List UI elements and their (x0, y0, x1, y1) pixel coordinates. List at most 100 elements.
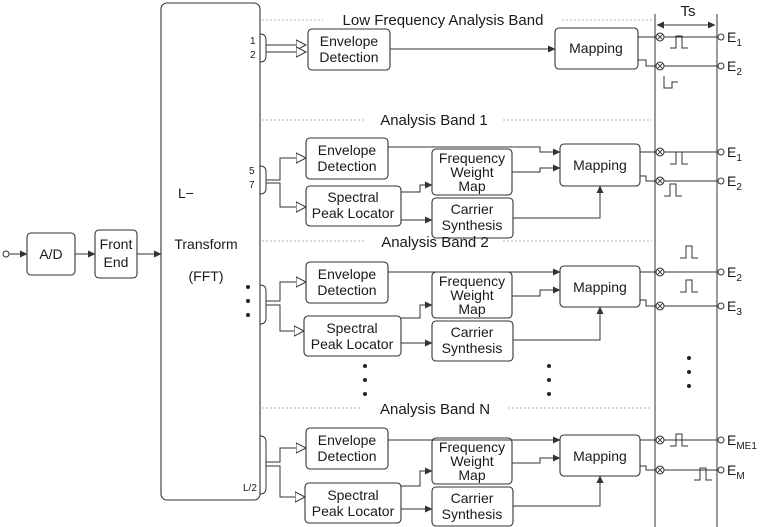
output-terminal (717, 302, 725, 310)
freq-weight-label-1: Frequency (439, 150, 505, 166)
freq-weight-label-3: Map (458, 467, 485, 483)
pulse-waveform-icon (694, 467, 712, 481)
mapping-label: Mapping (573, 157, 627, 173)
multiplier (655, 147, 665, 157)
carrier-label-2: Synthesis (442, 340, 503, 356)
spectral-label-1: Spectral (327, 189, 378, 205)
pulse-waveform-icon (664, 183, 682, 197)
ad-converter-block: A/D (26, 232, 76, 276)
carrier-synthesis-block: Carrier Synthesis (431, 486, 514, 527)
ad-label: A/D (39, 246, 62, 262)
output-terminal (717, 33, 725, 41)
spectral-label-1: Spectral (326, 320, 377, 336)
pulse-waveform-icon (670, 35, 688, 49)
multiplier-layer (655, 32, 665, 475)
spectral-label-2: Peak Locator (312, 205, 395, 221)
pulse-waveform-icon (670, 151, 688, 165)
freq-weight-label-2: Weight (450, 287, 493, 303)
band-low-frequency: Low Frequency Analysis Band 1 2 Envelope… (250, 12, 659, 71)
output-label: EM (727, 462, 745, 482)
band-analysis-2: Analysis Band 2 Envelope Detection Spect… (246, 234, 659, 362)
carrier-synthesis-block: Carrier Synthesis (431, 197, 514, 239)
frequency-weight-map-block: Frequency Weight Map (431, 148, 513, 196)
bin-label-l2: L/2 (243, 483, 257, 494)
output-label: E2 (727, 173, 742, 193)
envelope-detection-block: Envelope Detection (305, 137, 389, 180)
multiplier (655, 61, 665, 71)
spectral-label-2: Peak Locator (312, 503, 395, 519)
pulse-layer (663, 35, 712, 481)
bin-label-1: 1 (250, 36, 256, 47)
pulse-waveform-icon (680, 245, 698, 259)
output-terminal (717, 466, 725, 474)
multiplier (655, 301, 665, 311)
envelope-label-1: Envelope (318, 142, 377, 158)
band-analysis-1: Analysis Band 1 5 7 Envelope Detection S… (249, 112, 659, 239)
band-analysis-n: Analysis Band N L/2 Envelope Detection S… (243, 401, 659, 527)
band-title-n: Analysis Band N (380, 401, 490, 418)
band-ellipsis (363, 356, 691, 396)
output-label: E3 (727, 298, 742, 318)
output-label: E1 (727, 144, 742, 164)
transform-label-1: L− (178, 185, 194, 201)
freq-weight-label-3: Map (458, 301, 485, 317)
envelope-label-1: Envelope (320, 33, 379, 49)
output-label: EME1 (727, 432, 757, 452)
mapping-block: Mapping (559, 265, 641, 308)
output-terminal (717, 268, 725, 276)
ts-label: Ts (681, 3, 696, 20)
input-terminal (2, 250, 28, 258)
envelope-label-1: Envelope (318, 266, 377, 282)
mapping-block: Mapping (554, 27, 639, 70)
mapping-label: Mapping (569, 40, 623, 56)
envelope-detection-block: Envelope Detection (307, 28, 391, 71)
bin-label-2: 2 (250, 50, 256, 61)
mapping-block: Mapping (559, 434, 641, 477)
spectral-peak-locator-block: Spectral Peak Locator (304, 482, 402, 524)
spectral-label-2: Peak Locator (311, 336, 394, 352)
mapping-label: Mapping (573, 448, 627, 464)
mapping-label: Mapping (573, 279, 627, 295)
carrier-label-1: Carrier (451, 490, 494, 506)
envelope-label-2: Detection (317, 282, 376, 298)
output-terminal (717, 177, 725, 185)
band-title-2: Analysis Band 2 (381, 234, 489, 251)
envelope-detection-block: Envelope Detection (305, 261, 389, 304)
envelope-label-1: Envelope (318, 432, 377, 448)
envelope-label-2: Detection (319, 49, 378, 65)
output-terminal (717, 62, 725, 70)
ts-timing-region: Ts (654, 3, 718, 527)
multiplier (655, 435, 665, 445)
pulse-waveform-icon (663, 76, 678, 89)
freq-weight-label-2: Weight (450, 453, 493, 469)
output-label: E2 (727, 264, 742, 284)
frequency-weight-map-block: Frequency Weight Map (431, 437, 513, 485)
carrier-synthesis-block: Carrier Synthesis (431, 320, 514, 362)
multiplier (655, 176, 665, 186)
freq-weight-label-3: Map (458, 178, 485, 194)
carrier-label-1: Carrier (451, 201, 494, 217)
transform-label-2: Transform (174, 236, 237, 252)
output-terminal (717, 148, 725, 156)
multiplier (655, 267, 665, 277)
bin-label-5: 5 (249, 166, 255, 177)
spectral-label-1: Spectral (327, 487, 378, 503)
front-end-label-1: Front (100, 236, 133, 252)
output-terminal (717, 436, 725, 444)
mapping-block: Mapping (559, 143, 641, 187)
pulse-waveform-icon (670, 433, 688, 447)
freq-weight-label-1: Frequency (439, 273, 505, 289)
output-label: E2 (727, 58, 742, 78)
envelope-label-2: Detection (317, 448, 376, 464)
multiplier (655, 32, 665, 42)
freq-weight-label-1: Frequency (439, 439, 505, 455)
band-title-1: Analysis Band 1 (380, 112, 488, 129)
freq-weight-label-2: Weight (450, 164, 493, 180)
transform-label-3: (FFT) (189, 268, 224, 284)
carrier-label-1: Carrier (451, 324, 494, 340)
spectral-peak-locator-block: Spectral Peak Locator (305, 185, 402, 227)
carrier-label-2: Synthesis (442, 506, 503, 522)
